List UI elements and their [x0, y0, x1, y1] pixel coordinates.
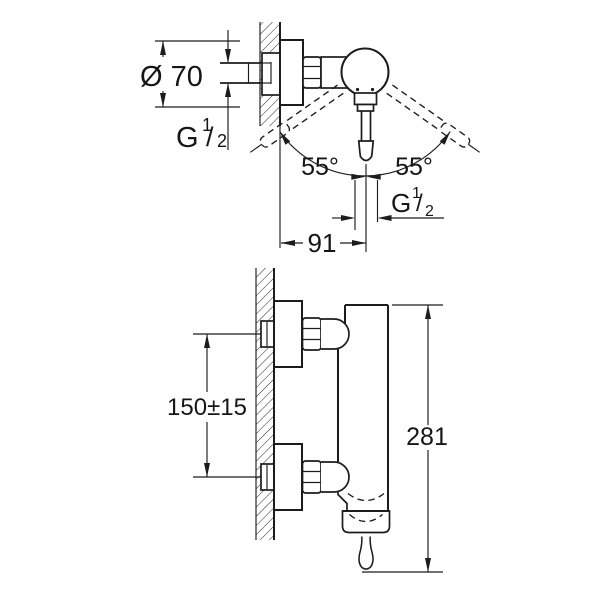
- dimension-outlet-thread: G 1 / 2: [332, 180, 444, 230]
- diameter-label: Ø 70: [140, 61, 203, 93]
- ball-joint: [340, 47, 390, 97]
- dimension-flange-diameter: Ø 70: [140, 40, 240, 108]
- thread-bottom-letter: G: [391, 188, 411, 218]
- center-distance-label: 150±15: [167, 394, 247, 421]
- top-view: 55° 55° Ø 70 G 1 / 2: [140, 22, 484, 258]
- thread-bottom-num: 1: [412, 185, 421, 202]
- lower-hex-nut: [301, 460, 322, 494]
- dimension-center-distance: 150±15: [167, 333, 261, 478]
- lever-handle: [353, 92, 378, 162]
- dimension-total-height: 281: [362, 304, 448, 573]
- thread-top-num: 1: [202, 115, 212, 135]
- pivot-dot-right: [370, 87, 375, 92]
- shower-outlet: [341, 492, 391, 570]
- dimension-wall-distance: 91: [281, 228, 366, 258]
- wall-flange-top-view: [279, 39, 304, 106]
- lower-flange: [273, 443, 303, 511]
- upper-flange: [273, 300, 303, 368]
- angle-left-label: 55°: [301, 153, 339, 181]
- wall-section-side: [255, 268, 275, 540]
- union-connectors: [260, 320, 276, 491]
- thread-bottom-slash: /: [416, 190, 423, 217]
- water-drop: [358, 536, 374, 570]
- inlet-pipe: [220, 52, 282, 96]
- dimension-swivel-angle: 55° 55°: [279, 131, 451, 181]
- lower-inlet-bell: [321, 461, 350, 493]
- upper-hex-nut: [301, 317, 322, 351]
- wall-distance-label: 91: [308, 228, 337, 258]
- dimension-inlet-thread: G 1 / 2: [176, 30, 231, 154]
- total-height-label: 281: [406, 423, 448, 451]
- thread-top-slash: /: [206, 122, 214, 152]
- thread-top-den: 2: [217, 131, 227, 151]
- upper-inlet-bell: [321, 318, 350, 350]
- mixer-body-side-view: [337, 304, 389, 511]
- thread-top-letter: G: [176, 122, 199, 154]
- side-view: 150±15 281: [167, 268, 448, 573]
- angle-right-label: 55°: [395, 153, 433, 181]
- thread-bottom-den: 2: [425, 203, 434, 220]
- pivot-dot-left: [355, 87, 360, 92]
- lever-swivel-right: [385, 84, 484, 158]
- hex-nut-top-view: [302, 56, 322, 89]
